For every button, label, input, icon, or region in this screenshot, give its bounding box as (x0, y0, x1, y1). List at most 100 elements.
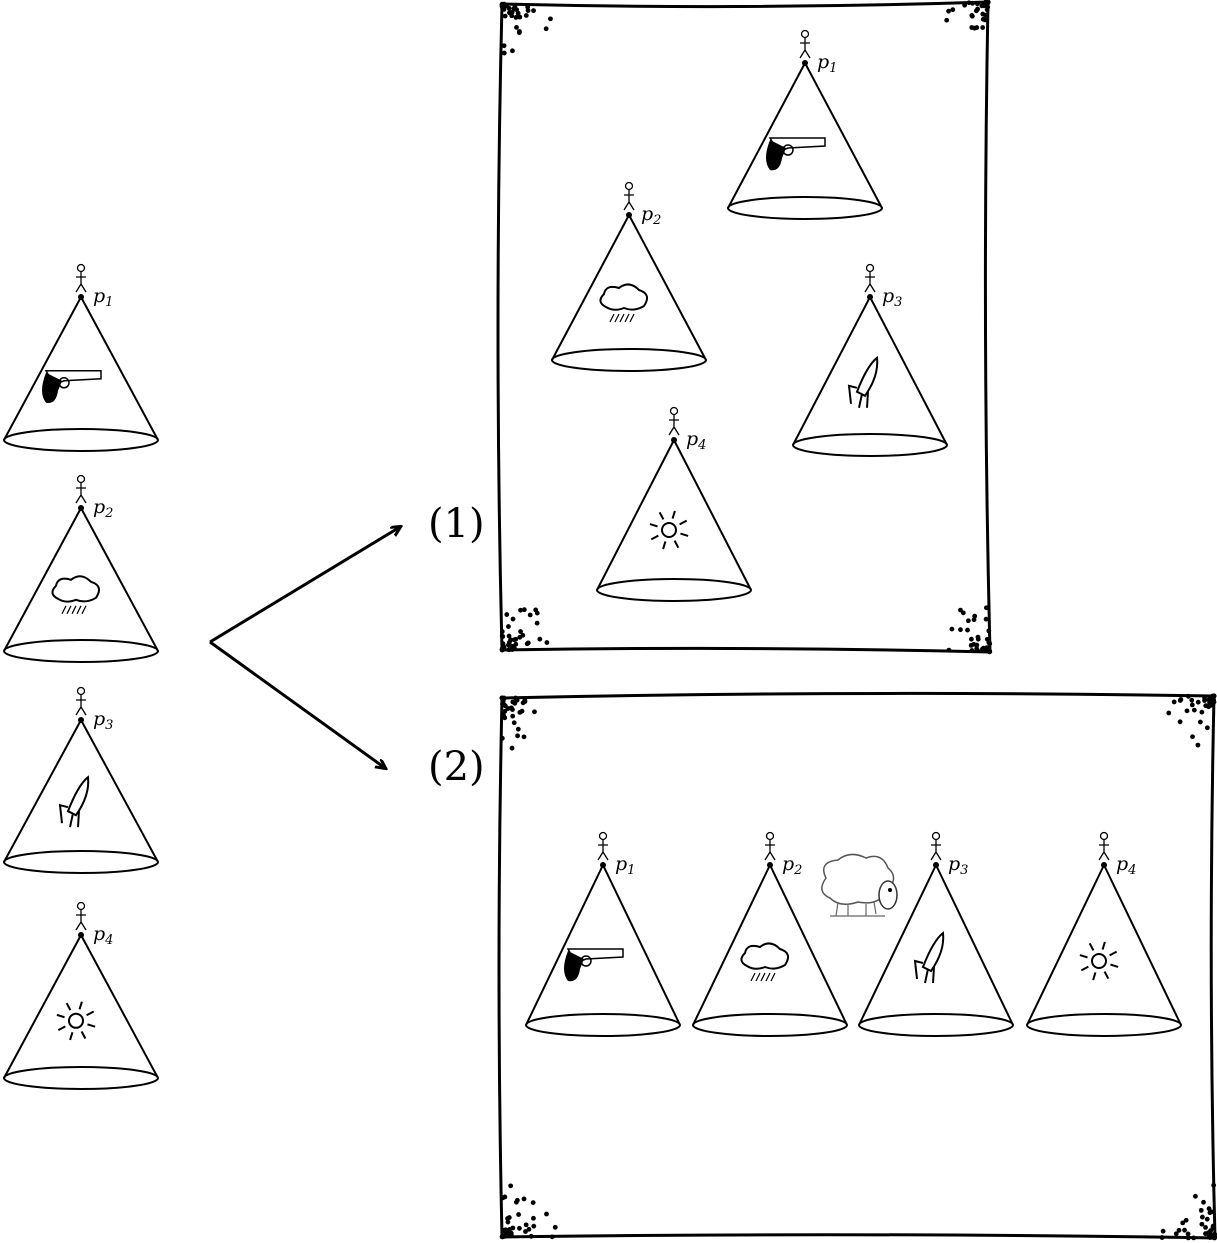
corner-dot (972, 613, 978, 619)
cone-p3: p3 (3, 686, 159, 874)
sheep-icon (821, 853, 898, 917)
corner-dot (1160, 1228, 1166, 1234)
person-icon (75, 474, 87, 504)
corner-dot (969, 648, 975, 653)
corner-dot (549, 1234, 555, 1240)
apex-point (626, 212, 632, 218)
sun-icon (649, 510, 689, 550)
corner-dot (503, 703, 508, 709)
corner-dot (971, 617, 977, 623)
corner-dot (986, 628, 992, 634)
cone-outline (3, 505, 159, 652)
corner-dot (1195, 699, 1201, 705)
cone-outline (727, 60, 883, 209)
corner-dot (501, 50, 507, 56)
corner-dot (1177, 698, 1183, 703)
corner-dot (1204, 1216, 1210, 1222)
corner-dot (970, 0, 975, 6)
cone-base (792, 433, 948, 457)
cone-base (596, 578, 752, 602)
person-label: p2 (641, 203, 661, 228)
corner-dot (502, 13, 508, 19)
corner-dot (521, 1196, 527, 1202)
person-icon (668, 406, 680, 436)
corner-dot (1197, 719, 1203, 725)
corner-dot (531, 1223, 537, 1229)
corner-dot (511, 637, 517, 643)
corner-dot (510, 699, 516, 705)
corner-dot (506, 633, 512, 639)
corner-dot (1211, 1182, 1217, 1188)
corner-dot (509, 647, 515, 652)
corner-dot (1206, 1206, 1212, 1212)
corner-dot (532, 709, 537, 715)
corner-dot (518, 629, 523, 634)
person-icon (75, 263, 87, 293)
apex-point (78, 717, 84, 723)
apex-point (1101, 862, 1107, 868)
corner-dot (962, 2, 968, 8)
cone-base (3, 850, 159, 874)
arrow-to-option-2 (209, 640, 385, 768)
corner-dot (507, 1233, 513, 1239)
corner-dot (537, 636, 543, 642)
corner-dot (517, 709, 523, 715)
corner-dot (983, 616, 989, 622)
corner-dot (1191, 707, 1197, 713)
corner-dot (544, 1211, 549, 1217)
apex-point (933, 862, 939, 868)
rocket-icon (847, 355, 879, 409)
corner-dot (501, 712, 506, 718)
corner-dot (544, 640, 550, 645)
corner-dot (1202, 694, 1207, 700)
corner-dot (975, 636, 981, 642)
corner-dot (966, 0, 972, 6)
corner-dot (531, 1215, 536, 1221)
cone-base (3, 428, 159, 452)
person-label: p3 (948, 853, 968, 878)
corner-dot (513, 695, 518, 701)
sun-icon (1079, 941, 1119, 981)
corner-dot (983, 605, 989, 611)
cone-base (3, 1066, 159, 1090)
cone-base (3, 639, 159, 663)
corner-dot (1173, 1231, 1179, 1237)
corner-dot (1211, 693, 1217, 699)
corner-dot (501, 43, 507, 49)
corner-dot (528, 1233, 534, 1239)
branch-arrows (209, 527, 400, 768)
corner-dot (517, 634, 523, 640)
corner-dot (1190, 734, 1195, 740)
apex-point (600, 862, 606, 868)
cone-p2: p2 (692, 831, 848, 1037)
rocket-icon (913, 931, 945, 984)
corner-dot (1166, 710, 1172, 716)
corner-dot (517, 14, 523, 20)
corner-dot (985, 0, 991, 5)
rain-cloud-icon (51, 575, 101, 615)
corner-dot (1189, 697, 1195, 703)
corner-dot (508, 705, 514, 711)
corner-dot (984, 7, 990, 13)
corner-dot (516, 1212, 522, 1217)
apex-point (767, 862, 773, 868)
corner-dot (1209, 1234, 1214, 1240)
cone-p1: p1 (525, 831, 681, 1037)
corner-dot (523, 1222, 529, 1228)
corner-dot (968, 636, 974, 642)
corner-dot (1199, 709, 1205, 715)
corner-dot (958, 607, 963, 613)
corner-dot (510, 713, 516, 719)
corner-dot (987, 641, 993, 647)
corner-dot (517, 29, 522, 34)
corner-dot (505, 1216, 510, 1221)
corner-dot (504, 3, 510, 9)
option-2-label: (2) (428, 744, 485, 790)
apex-point (78, 505, 84, 511)
corner-dot (513, 15, 519, 20)
person-icon (799, 29, 811, 59)
corner-dot (1210, 1223, 1216, 1229)
corner-dot (531, 8, 536, 14)
